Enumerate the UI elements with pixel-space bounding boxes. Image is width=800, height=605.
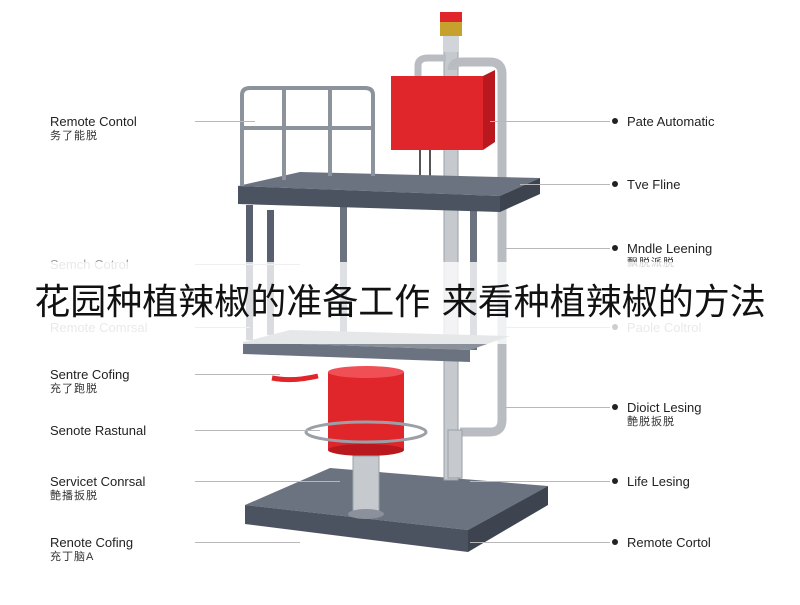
leader-line	[195, 374, 280, 375]
callout-subtitle: 务了能脱	[50, 130, 98, 142]
upper-platform-top	[238, 172, 540, 196]
beacon-base	[440, 22, 462, 36]
base-plate-front	[245, 505, 468, 552]
callout-title: Renote Cofing	[50, 535, 134, 550]
callout-title: Sentre Cofing	[50, 367, 130, 382]
callout-title: Remote Contol	[50, 114, 137, 129]
right-callout-label: Pate Automatic	[627, 114, 714, 129]
callout-dot	[612, 478, 618, 484]
red-vessel	[328, 372, 404, 450]
leader-line	[470, 542, 610, 543]
banner-title: 花园种植辣椒的准备工作 来看种植辣椒的方法	[34, 282, 766, 323]
pipe-top	[414, 54, 446, 78]
leader-line	[195, 121, 255, 122]
base-plate-side	[468, 486, 548, 552]
leader-line	[195, 481, 340, 482]
upper-railing	[240, 86, 375, 186]
pipe-loop	[447, 57, 507, 437]
upper-platform-front	[238, 186, 500, 212]
leader-line	[195, 430, 320, 431]
callout-dot	[612, 539, 618, 545]
callout-subtitle: 艶脱扳脱	[627, 416, 675, 428]
right-callout-label: Tve Fline	[627, 177, 680, 192]
leader-line	[470, 481, 610, 482]
title-banner	[0, 262, 800, 344]
base-plate-top	[245, 468, 548, 530]
red-box-side	[483, 70, 495, 150]
callout-dot	[612, 404, 618, 410]
callout-title: Pate Automatic	[627, 114, 715, 129]
leader-line	[520, 184, 610, 185]
leader-line	[490, 121, 610, 122]
left-callout-label: Senote Rastunal	[50, 423, 146, 438]
callout-title: Mndle Leening	[627, 241, 713, 256]
callout-title: Tve Fline	[627, 177, 681, 192]
beacon-light	[440, 12, 462, 22]
callout-subtitle: 艶播扳脱	[50, 490, 98, 502]
callout-title: Remote Cortol	[627, 535, 711, 550]
callout-subtitle: 充丁脑A	[50, 551, 95, 563]
leader-line	[195, 542, 300, 543]
callout-dot	[612, 245, 618, 251]
callout-title: Servicet Conrsal	[50, 474, 146, 489]
middle-platform-front	[243, 342, 470, 362]
red-control-box	[391, 76, 483, 150]
lower-column	[352, 455, 380, 513]
leader-line	[505, 248, 610, 249]
callout-dot	[612, 181, 618, 187]
callout-dot	[612, 118, 618, 124]
vessel-ring	[304, 420, 428, 444]
callout-title: Dioict Lesing	[627, 400, 702, 415]
right-callout-label: Life Lesing	[627, 474, 690, 489]
callout-title: Life Lesing	[627, 474, 690, 489]
leader-line	[505, 407, 610, 408]
callout-subtitle: 充了跑脱	[50, 383, 98, 395]
beacon-mount	[443, 36, 459, 52]
callout-title: Senote Rastunal	[50, 423, 147, 438]
right-callout-label: Remote Cortol	[627, 535, 711, 550]
